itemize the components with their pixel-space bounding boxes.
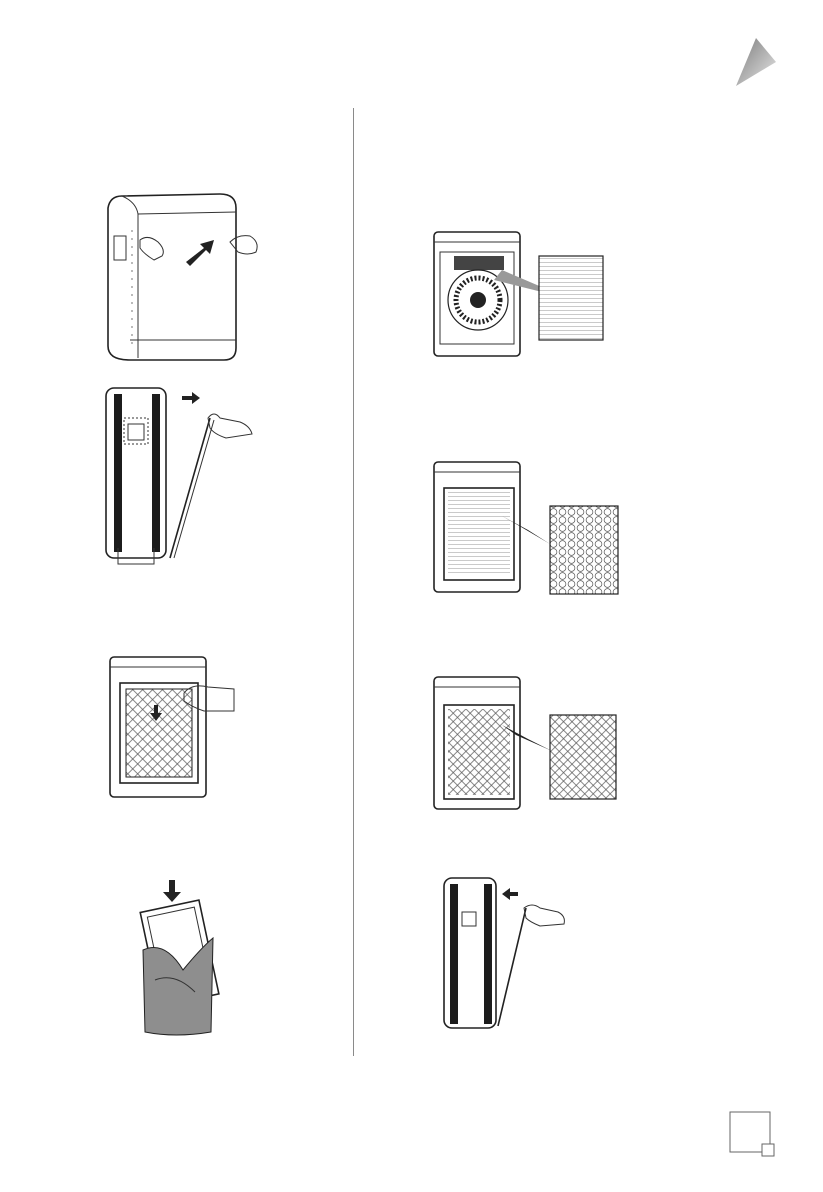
illustration-open-rear-panel	[100, 378, 260, 568]
illustration-push-top-cover	[100, 190, 270, 370]
illustration-insert-carbon-filter	[432, 460, 622, 600]
illustration-close-rear-panel	[440, 872, 570, 1032]
illustration-insert-hepa-filter	[432, 675, 622, 815]
corner-triangle-icon	[732, 38, 777, 90]
illustration-remove-filter-bag	[135, 880, 245, 1040]
illustration-insert-pre-filter	[432, 230, 612, 370]
illustration-pull-out-filter	[108, 655, 258, 800]
page-number-box-icon	[728, 1110, 778, 1160]
column-divider	[353, 108, 354, 1056]
